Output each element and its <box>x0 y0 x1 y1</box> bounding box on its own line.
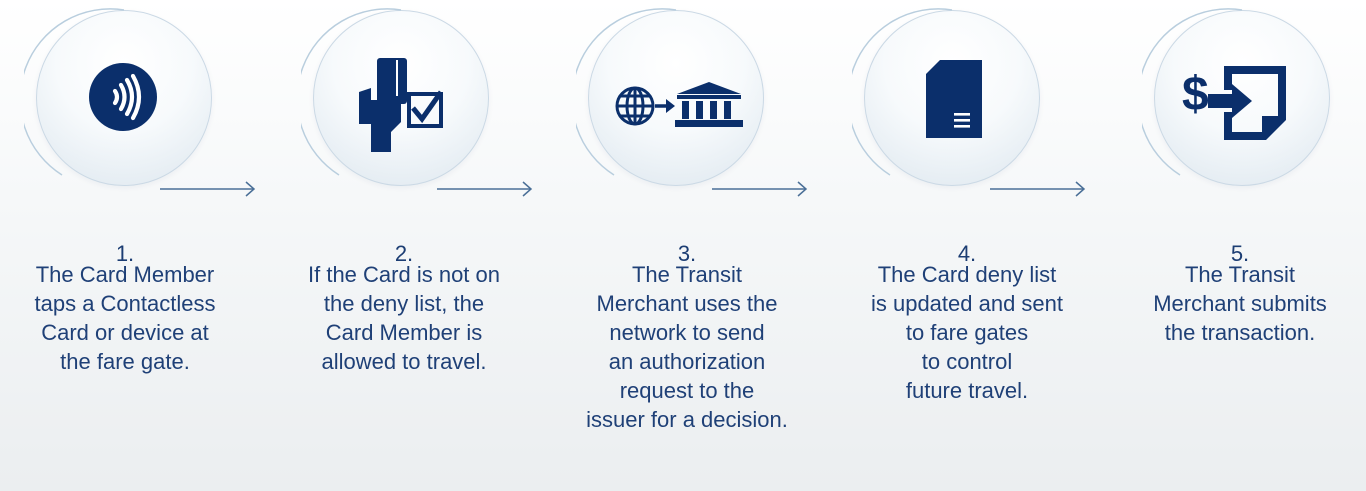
flow-arrow <box>160 181 256 197</box>
contactless-icon <box>87 61 159 133</box>
step-number: 5. <box>1230 241 1250 266</box>
card-check-icon <box>351 52 447 152</box>
step-description: The Card deny list is updated and sent t… <box>870 262 1064 403</box>
document-icon <box>924 58 984 140</box>
step-5: $ 5. The Transit Merchant submits the tr… <box>1110 0 1366 491</box>
step-description: The Transit Merchant uses the network to… <box>586 262 788 432</box>
step-1: 1. The Card Member taps a Contactless Ca… <box>0 0 280 491</box>
step-2: 2. If the Card is not on the deny list, … <box>277 0 557 491</box>
step-description: If the Card is not on the deny list, the… <box>308 262 500 374</box>
step-3: 3. The Transit Merchant uses the network… <box>558 0 838 491</box>
flow-arrow <box>712 181 808 197</box>
step-4: 4. The Card deny list is updated and sen… <box>834 0 1114 491</box>
flow-arrow <box>437 181 533 197</box>
svg-text:$: $ <box>1182 68 1209 121</box>
step-number: 1. <box>115 241 135 266</box>
step-description: The Card Member taps a Contactless Card … <box>34 262 216 374</box>
step-number: 2. <box>394 241 414 266</box>
step-number: 3. <box>677 241 697 266</box>
dollar-submit-icon: $ <box>1180 60 1290 140</box>
flow-arrow <box>990 181 1086 197</box>
globe-bank-icon <box>613 80 745 128</box>
step-description: The Transit Merchant submits the transac… <box>1153 262 1327 345</box>
step-number: 4. <box>957 241 977 266</box>
